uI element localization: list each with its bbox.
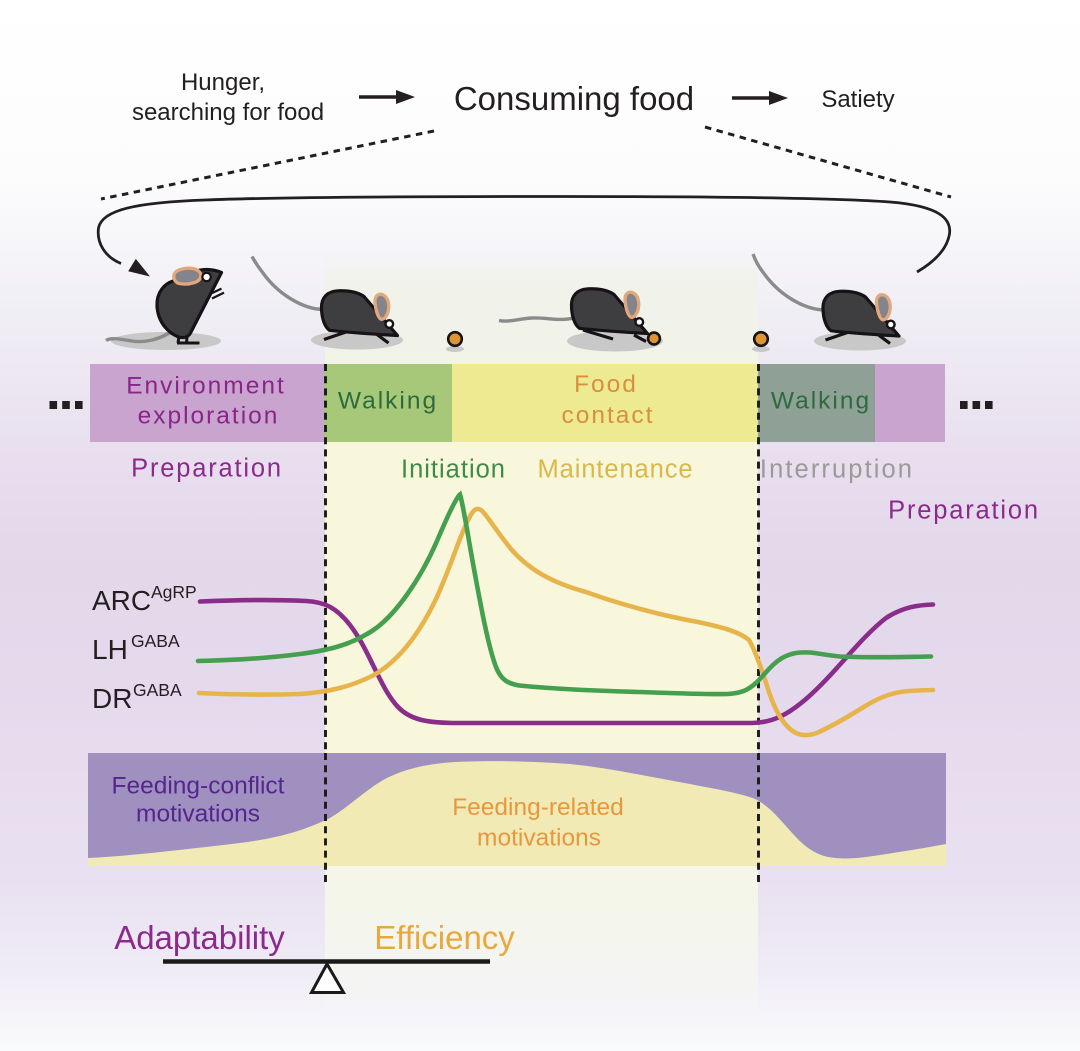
svg-text:contact: contact (562, 402, 655, 429)
svg-text:searching for food: searching for food (132, 99, 324, 126)
svg-text:Preparation: Preparation (888, 497, 1040, 525)
svg-text:Consuming food: Consuming food (454, 80, 694, 117)
svg-text:DR: DR (92, 683, 132, 714)
svg-text:Maintenance: Maintenance (538, 456, 694, 484)
svg-text:Satiety: Satiety (821, 86, 894, 113)
svg-text:Feeding-related: Feeding-related (452, 794, 624, 821)
svg-text:AgRP: AgRP (151, 582, 197, 602)
svg-text:Preparation: Preparation (131, 455, 283, 483)
svg-text:exploration: exploration (138, 403, 280, 430)
svg-text:Adaptability: Adaptability (114, 919, 285, 956)
svg-text:Environment: Environment (126, 373, 286, 400)
svg-text:Walking: Walking (771, 388, 871, 415)
svg-text:Feeding-conflict: Feeding-conflict (112, 773, 285, 800)
svg-text:GABA: GABA (131, 631, 180, 651)
svg-text:ARC: ARC (92, 585, 151, 616)
svg-text:Food: Food (574, 371, 638, 398)
svg-text:Walking: Walking (338, 388, 438, 415)
svg-text:LH: LH (92, 634, 128, 665)
svg-text:motivations: motivations (136, 801, 260, 828)
svg-text:Initiation: Initiation (401, 456, 506, 484)
svg-text:motivations: motivations (477, 825, 601, 852)
svg-text:GABA: GABA (133, 680, 182, 700)
svg-text:Hunger,: Hunger, (181, 69, 265, 96)
svg-text:Interruption: Interruption (760, 456, 914, 484)
svg-text:Efficiency: Efficiency (374, 919, 515, 956)
